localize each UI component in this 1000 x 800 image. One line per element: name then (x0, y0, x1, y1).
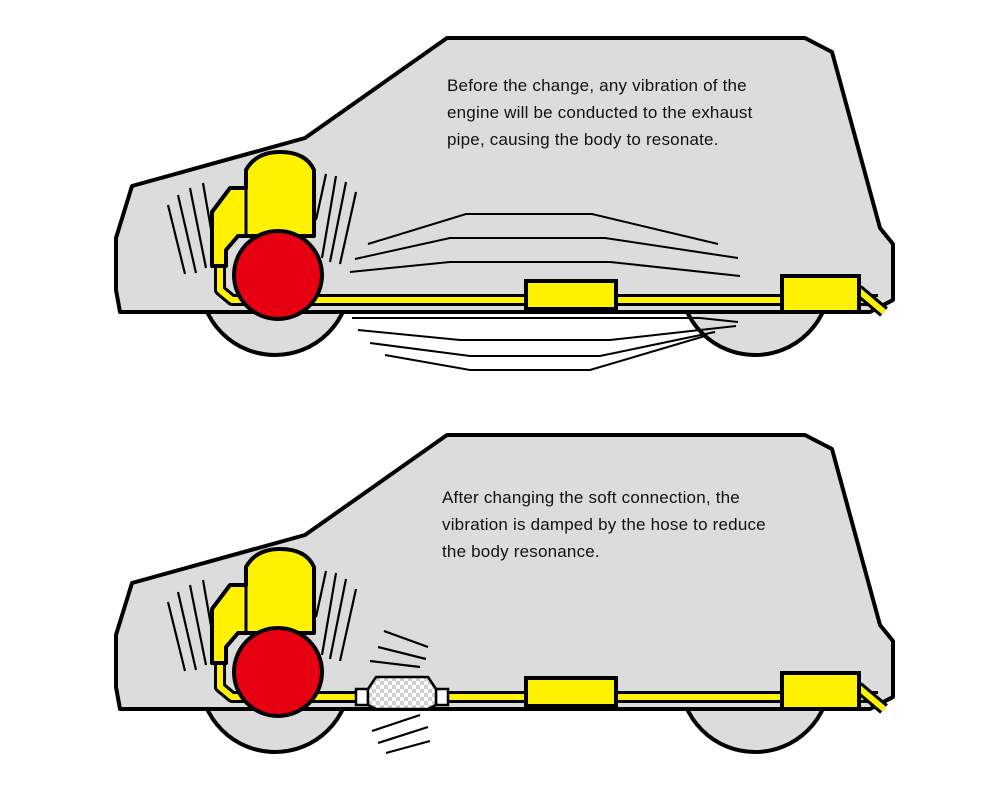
muffler-icon (524, 676, 618, 708)
hose-connector-icon (354, 687, 370, 707)
muffler-icon (780, 671, 861, 711)
caption-before: Before the change, any vibration of the … (447, 72, 827, 153)
caption-after: After changing the soft connection, the … (442, 484, 822, 565)
caption-line: engine will be conducted to the exhaust (447, 103, 753, 122)
flexible-hose-icon (366, 675, 438, 711)
hose-connector-icon (434, 687, 450, 707)
caption-line: pipe, causing the body to resonate. (447, 130, 719, 149)
caption-line: vibration is damped by the hose to reduc… (442, 515, 766, 534)
muffler-icon (780, 274, 861, 314)
caption-line: the body resonance. (442, 542, 600, 561)
muffler-icon (524, 279, 618, 311)
vibration-lines-icon (349, 213, 741, 371)
caption-line: Before the change, any vibration of the (447, 76, 747, 95)
caption-line: After changing the soft connection, the (442, 488, 740, 507)
vibration-lines-icon (369, 629, 431, 755)
